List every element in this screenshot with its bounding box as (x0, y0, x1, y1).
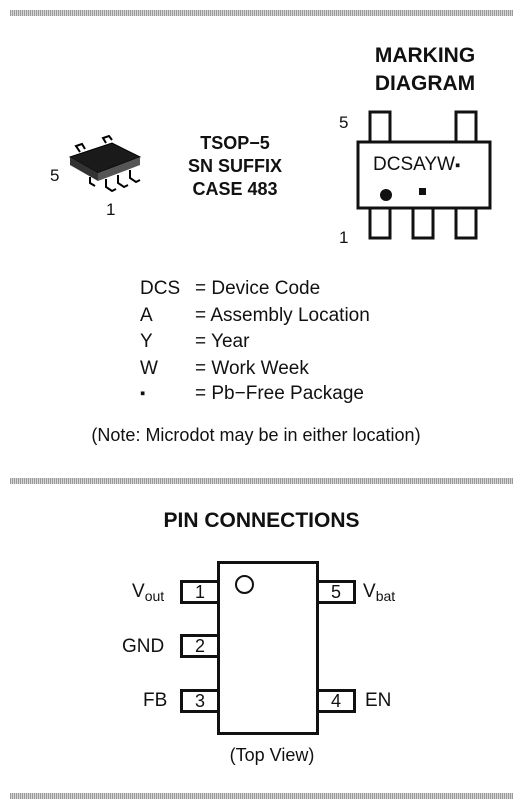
marking-title-line: MARKING (374, 44, 476, 67)
pin-5-box: 5 (316, 580, 356, 604)
marking-diagram-title: MARKING DIAGRAM (345, 42, 505, 98)
pbfree-glyph: ▪ (454, 157, 461, 174)
microdot (419, 188, 426, 195)
pin-2-label: GND (122, 636, 164, 658)
pin-4-box: 4 (316, 689, 356, 713)
middle-divider (10, 478, 513, 484)
tsop5-package-illustration (68, 135, 142, 193)
marking-code-text: DCSAYW (373, 154, 455, 175)
pin-1-box: 1 (180, 580, 220, 604)
legend-desc: = Work Week (195, 358, 309, 379)
pin-3-label: FB (143, 690, 167, 712)
pin-1-name: V (132, 581, 145, 602)
marking-diagram-chip (356, 110, 492, 240)
package-title-line: SN SUFFIX (187, 156, 282, 176)
package-title: TSOP−5 SN SUFFIX CASE 483 (170, 132, 300, 201)
marking-pin1-label: 1 (339, 228, 349, 247)
marking-code: DCSAYW▪ (373, 154, 460, 176)
pin-2-box: 2 (180, 634, 220, 658)
package-title-line: TSOP−5 (200, 133, 270, 153)
legend-code: DCS (140, 278, 181, 299)
marking-pin5-label: 5 (339, 113, 349, 132)
pin-3-box: 3 (180, 689, 220, 713)
pin-5-name: V (363, 581, 376, 602)
legend-desc: = Assembly Location (195, 305, 370, 326)
pin-4-name: EN (365, 690, 392, 711)
pin-1-label: Vout (132, 581, 164, 604)
legend-desc: = Device Code (195, 278, 321, 299)
legend-desc: = Year (195, 331, 250, 352)
legend-code: W (140, 358, 158, 379)
microdot-note: (Note: Microdot may be in either locatio… (91, 425, 421, 445)
bottom-divider (10, 793, 513, 799)
package-pin5-label: 5 (50, 166, 60, 185)
legend-desc: = Pb−Free Package (195, 383, 364, 404)
pin-3-name: FB (143, 690, 168, 711)
pin-5-label: Vbat (363, 581, 395, 604)
package-pin1-label: 1 (106, 200, 116, 219)
top-divider (10, 10, 513, 16)
legend-code: Y (140, 331, 153, 352)
pin1-dot (380, 189, 392, 201)
pin-connections-title: PIN CONNECTIONS (163, 509, 360, 532)
pin1-indicator-circle (235, 575, 254, 594)
package-title-line: CASE 483 (192, 179, 278, 199)
pinout-chip-body (217, 561, 319, 735)
top-view-label: (Top View) (229, 745, 315, 765)
pin-2-name: GND (122, 636, 165, 657)
marking-title-line: DIAGRAM (374, 72, 476, 95)
pin-5-subscript: bat (375, 588, 396, 604)
pin-1-subscript: out (144, 588, 165, 604)
legend-code: ▪ (140, 385, 146, 402)
legend-code: A (140, 305, 153, 326)
pin-4-label: EN (365, 690, 391, 712)
